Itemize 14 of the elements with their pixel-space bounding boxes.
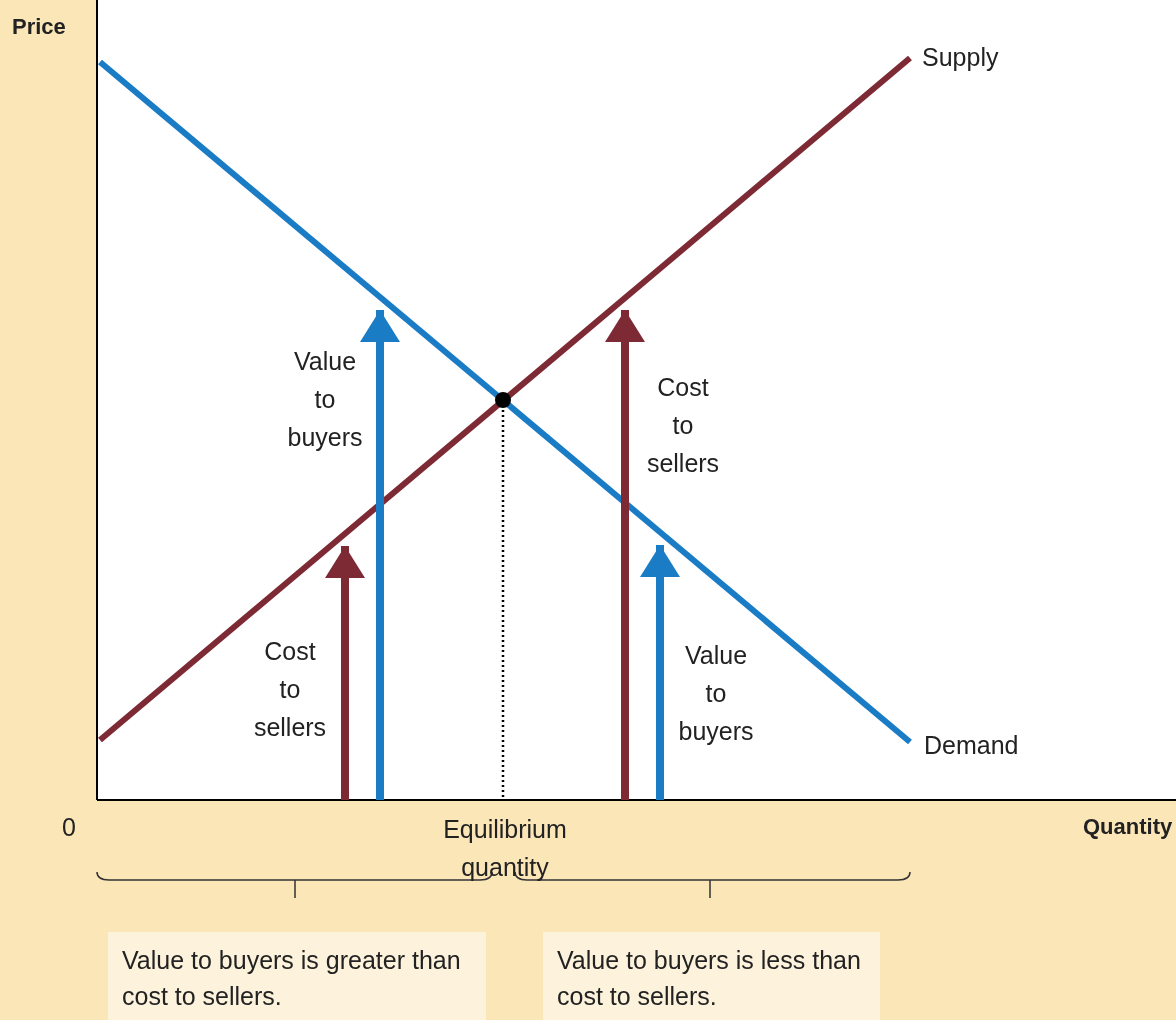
note-box <box>543 932 880 1020</box>
axis-label: Quantity <box>1083 813 1173 841</box>
arrow-label: Value to buyers <box>287 346 363 453</box>
note-text: Value to buyers is less than cost to sellers. <box>557 946 861 1010</box>
arrow-label: Cost to sellers <box>253 636 327 743</box>
curve-label: Demand <box>924 730 1019 761</box>
axis-label: Price <box>12 13 66 41</box>
axis-tick-label: 0 <box>62 812 76 843</box>
arrow-label: Cost to sellers <box>646 372 720 479</box>
arrow-label: Value to buyers <box>678 640 754 747</box>
axis-label: Equilibrium quantity <box>443 814 567 883</box>
note-box <box>108 932 486 1020</box>
note-text: Value to buyers is greater than cost to sellers. <box>122 946 461 1010</box>
curve-label: Supply <box>922 42 999 73</box>
